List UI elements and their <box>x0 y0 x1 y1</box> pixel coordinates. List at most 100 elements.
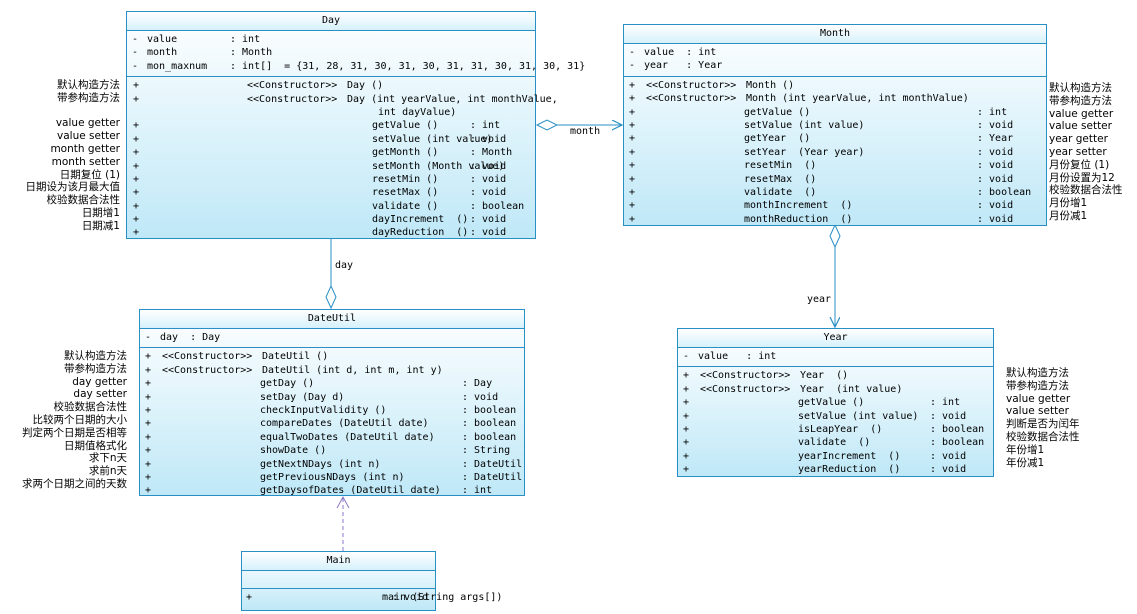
operation-row[interactable]: +<<Constructor>>Day () <box>127 79 535 92</box>
note-text: 校验数据合法性 <box>1049 184 1123 197</box>
operation-row[interactable]: +getYear (): Year <box>624 132 1046 145</box>
return-type: : void <box>470 160 507 172</box>
operation-row[interactable]: +validate (): boolean <box>678 436 993 449</box>
operation-row[interactable]: +compareDates (DateUtil date): boolean <box>140 417 524 430</box>
operation-row[interactable]: +<<Constructor>>Year (int value) <box>678 383 993 396</box>
attributes-section: -value : int-year : Year <box>624 44 1046 77</box>
operation-row[interactable]: +getNextNDays (int n): DateUtil <box>140 458 524 471</box>
operation-name: getDaysofDates (DateUtil date) <box>260 485 441 497</box>
operation-row[interactable]: +resetMin (): void <box>624 159 1046 172</box>
operation-row[interactable]: +resetMax (): void <box>127 186 535 199</box>
class-main[interactable]: Main +main (String args[]): void <box>241 551 502 611</box>
return-type: : void <box>977 146 1014 158</box>
class-month[interactable]: Month -value : int-year : Year +<<Constr… <box>623 24 1047 226</box>
operation-row[interactable]: +showDate (): String <box>140 444 524 457</box>
attribute-row[interactable]: -value: int <box>127 33 535 46</box>
operation-row[interactable]: +<<Constructor>>Month (int yearValue, in… <box>624 92 1046 105</box>
attribute-type: : Month <box>230 47 273 59</box>
operation-row[interactable]: +isLeapYear (): boolean <box>678 423 993 436</box>
visibility: + <box>133 187 140 199</box>
note-text: 默认构造方法 <box>1006 367 1069 379</box>
operation-row[interactable]: +getValue (): int <box>624 106 1046 119</box>
visibility: + <box>145 418 152 430</box>
operation-row[interactable]: +setYear (Year year): void <box>624 146 1046 159</box>
class-dateutil[interactable]: DateUtil -day : Day +<<Constructor>>Date… <box>139 309 525 496</box>
attribute-row[interactable]: -value : int <box>678 350 993 363</box>
note-text: 判定两个日期是否相等 <box>22 426 127 439</box>
operation-row[interactable]: +main (String args[]): void <box>242 591 502 604</box>
operations-section: +<<Constructor>>Day ()+<<Constructor>>Da… <box>127 77 558 243</box>
stereotype: <<Constructor>> <box>646 79 737 91</box>
operation-name: main (String args[]) <box>382 592 503 603</box>
operation-row[interactable]: +setValue (int value): void <box>127 133 535 146</box>
operation-row[interactable]: +checkInputValidity (): boolean <box>140 404 524 417</box>
operation-row[interactable]: +getValue (): int <box>678 396 993 409</box>
attribute-row[interactable]: -year : Year <box>624 59 1046 72</box>
operation-row[interactable]: +monthReduction (): void <box>624 213 1046 226</box>
note-text: 年份增1 <box>1006 443 1045 456</box>
return-type: : boolean <box>462 431 517 443</box>
operation-row[interactable]: +setValue (int value): void <box>678 410 993 423</box>
operation-row[interactable]: +getDay (): Day <box>140 377 524 390</box>
operation-name: dayReduction () <box>372 227 469 239</box>
class-year[interactable]: Year -value : int +<<Constructor>>Year (… <box>677 328 994 477</box>
visibility: + <box>145 378 152 390</box>
operation-row[interactable]: +equalTwoDates (DateUtil date): boolean <box>140 431 524 444</box>
note-text <box>0 105 120 118</box>
dependency-main-dateutil <box>336 495 350 551</box>
operation-row[interactable]: +yearIncrement (): void <box>678 450 993 463</box>
attribute-row[interactable]: -month: Month <box>127 46 535 59</box>
operation-row[interactable]: +yearReduction (): void <box>678 463 993 476</box>
attribute-type: : int <box>230 34 261 45</box>
operation-row[interactable]: +<<Constructor>>Year () <box>678 369 993 382</box>
operation-name: compareDates (DateUtil date) <box>260 418 429 430</box>
operation-row[interactable]: +setDay (Day d): void <box>140 391 524 404</box>
class-day[interactable]: Day -value: int-month: Month-mon_maxnum:… <box>126 11 585 239</box>
operation-row[interactable]: +<<Constructor>>DateUtil (int d, int m, … <box>140 364 524 377</box>
operation-row[interactable]: +dayIncrement (): void <box>127 213 535 226</box>
return-type: : Day <box>462 378 493 390</box>
operation-row[interactable]: +monthIncrement (): void <box>624 199 1046 212</box>
operation-row[interactable]: +getDaysofDates (DateUtil date): int <box>140 484 524 497</box>
operation-row[interactable]: +getMonth (): Month <box>127 146 535 159</box>
visibility: + <box>145 391 152 403</box>
return-type: : void <box>470 187 507 199</box>
note-text: 月份设置为12 <box>1049 171 1115 184</box>
operation-row[interactable]: +validate (): boolean <box>127 200 535 213</box>
attribute-row[interactable]: -value : int <box>624 46 1046 59</box>
visibility: - <box>629 60 636 72</box>
operation-name: showDate () <box>260 445 327 457</box>
operation-name: resetMin () <box>372 173 439 185</box>
visibility: + <box>683 437 690 449</box>
operation-row[interactable]: +getPreviousNDays (int n): DateUtil <box>140 471 524 484</box>
operation-name: DateUtil () <box>262 351 329 363</box>
operation-row[interactable]: +getValue (): int <box>127 119 535 132</box>
stereotype: <<Constructor>> <box>162 364 253 376</box>
operation-row[interactable]: +setMonth (Month value): void <box>127 160 535 173</box>
note-text: year getter <box>1049 133 1108 146</box>
operation-row[interactable]: +<<Constructor>>Day (int yearValue, int … <box>127 93 558 106</box>
visibility: + <box>683 397 690 409</box>
operation-name: setValue (int value) <box>372 133 493 145</box>
stereotype: <<Constructor>> <box>247 93 338 105</box>
operation-row[interactable]: +resetMin (): void <box>127 173 535 186</box>
visibility: + <box>683 450 690 462</box>
operation-row[interactable]: +<<Constructor>>Month () <box>624 79 1046 92</box>
attribute-row[interactable]: -day : Day <box>140 331 524 344</box>
note-text: 求两个日期之间的天数 <box>22 477 127 490</box>
operation-name: monthReduction () <box>744 213 853 225</box>
operation-name: setValue (int value) <box>798 410 919 422</box>
class-title: Main <box>242 552 435 571</box>
operation-row[interactable]: +setValue (int value): void <box>624 119 1046 132</box>
visibility: + <box>629 200 636 212</box>
operation-row[interactable]: +validate (): boolean <box>624 186 1046 199</box>
attribute-row[interactable]: -mon_maxnum: int[] = {31, 28, 31, 30, 31… <box>127 60 585 73</box>
operation-row[interactable]: +resetMax (): void <box>624 173 1046 186</box>
attribute-name: day : Day <box>160 332 221 343</box>
note-text: 带参构造方法 <box>1049 94 1112 107</box>
note-text: value setter <box>1049 120 1112 133</box>
operation-row[interactable]: +dayReduction (): void <box>127 226 535 239</box>
operation-row[interactable]: +<<Constructor>>DateUtil () <box>140 350 524 363</box>
visibility: + <box>683 464 690 476</box>
operation-row[interactable]: int dayValue) <box>127 106 535 119</box>
